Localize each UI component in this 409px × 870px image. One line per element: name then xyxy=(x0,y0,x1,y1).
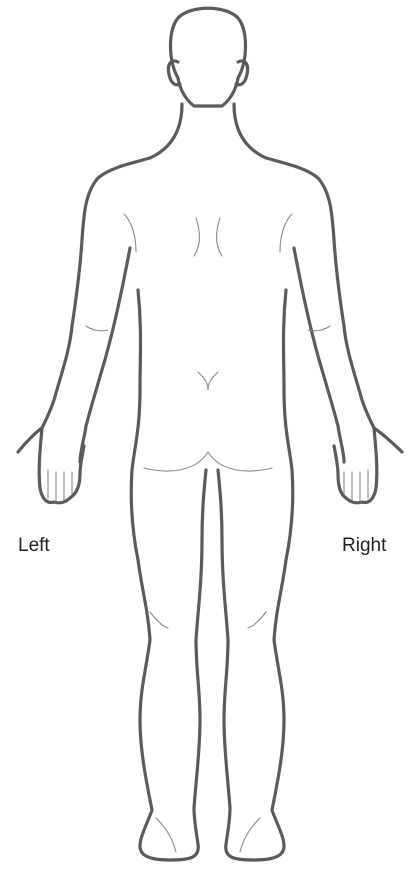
left-scapula-edge xyxy=(124,214,136,252)
buttocks-line xyxy=(144,452,272,471)
right-knee-line xyxy=(248,612,266,628)
left-side-label: Left xyxy=(18,535,50,557)
left-inner-arm-outline xyxy=(80,248,130,462)
left-shoulder-blade-line xyxy=(194,218,200,256)
body-right-contour xyxy=(218,104,402,860)
right-ankle-line xyxy=(240,818,260,852)
left-ankle-line xyxy=(156,818,176,852)
right-finger-lines xyxy=(344,470,368,502)
left-hand-outline xyxy=(39,428,84,503)
left-elbow-line xyxy=(86,326,108,331)
right-scapula-edge xyxy=(280,214,292,252)
left-finger-lines xyxy=(48,470,72,502)
right-shoulder-blade-line xyxy=(217,218,223,256)
body-left-contour xyxy=(18,104,206,860)
head-outline xyxy=(171,8,246,106)
right-side-label: Right xyxy=(342,535,386,557)
left-knee-line xyxy=(150,612,168,628)
lower-back-mark xyxy=(198,372,218,390)
